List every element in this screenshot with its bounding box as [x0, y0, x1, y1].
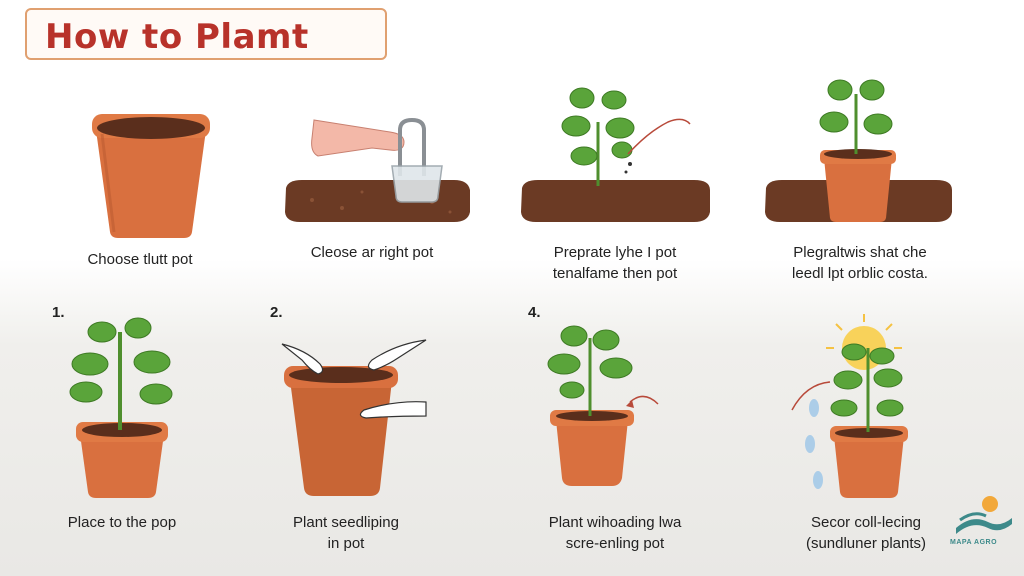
step-caption: Preprate lyhe I pot tenalfame then pot: [552, 244, 678, 282]
potted-plant-on-soil-illustration: [765, 79, 952, 222]
step-number: 2.: [270, 304, 283, 321]
step-caption: Plant wihoading lwa scre-enling pot: [548, 514, 682, 552]
step-caption: Plegraltwis shat che leedl lpt orblic co…: [792, 244, 928, 282]
seedling-in-soil-illustration: [521, 87, 710, 222]
page-title: How to Plamt: [45, 17, 309, 57]
step-number: 1.: [52, 304, 65, 321]
hands-planting-illustration: [281, 339, 427, 496]
step-caption: Place to the pop: [67, 514, 177, 531]
step-caption: Secor coll-lecing (sundluner plants): [805, 514, 927, 552]
empty-pot-illustration: [92, 114, 210, 238]
title-box: How to Plamt: [25, 8, 387, 60]
potted-plant-arrow-illustration: [547, 325, 659, 486]
step-caption: Cleose ar right pot: [310, 244, 434, 261]
step-caption: Plant seedliping in pot: [293, 514, 399, 552]
hand-watering-illustration: [285, 117, 470, 222]
brand-logo: [956, 496, 1012, 534]
sunlight-plant-illustration: [791, 314, 908, 498]
potted-seedling-illustration: [69, 317, 173, 498]
logo-text: MAPA AGRO: [950, 539, 998, 546]
step-caption: Choose tlutt pot: [87, 251, 193, 268]
step-number: 4.: [528, 304, 541, 321]
